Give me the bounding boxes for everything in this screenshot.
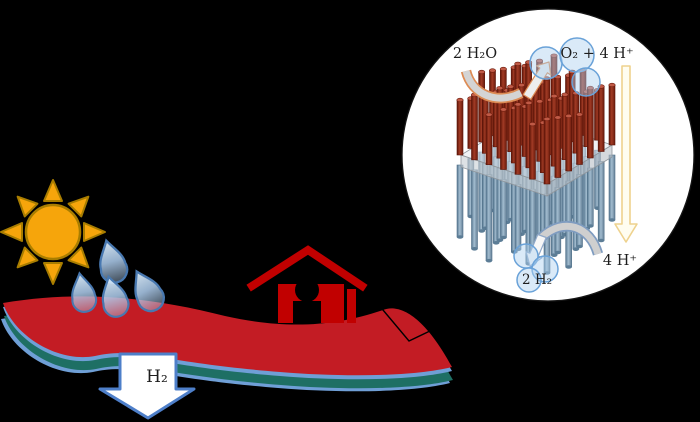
lens-content: 2 H₂O O₂ + 4 H⁺ 4 H⁺ 2 H₂	[453, 37, 638, 293]
hydrogen-down-arrow: H₂	[98, 352, 196, 420]
water-in-label: 2 H₂O	[453, 46, 497, 62]
house-icon	[246, 245, 368, 323]
magnifier-callout-lines	[382, 169, 504, 342]
water-in-arrow	[460, 61, 552, 104]
house-wall	[347, 289, 356, 323]
hydrogen-out-label: H₂	[146, 367, 168, 387]
leaf-shape	[1, 296, 453, 392]
sun-icon	[0, 179, 106, 285]
house-window	[293, 301, 321, 323]
protons-down-label: 4 H⁺	[603, 253, 637, 269]
hydrogen-bubble-label: 2 H₂	[522, 272, 552, 288]
oxygen-gas-bubbles	[529, 37, 601, 97]
oxygen-out-label: O₂ + 4 H⁺	[560, 46, 633, 62]
house-port-hole	[295, 278, 319, 302]
proton-flow-arrow	[614, 65, 638, 243]
hydrogen-gas-bubbles	[513, 243, 559, 293]
proton-to-hydrogen-arrow	[525, 221, 604, 267]
